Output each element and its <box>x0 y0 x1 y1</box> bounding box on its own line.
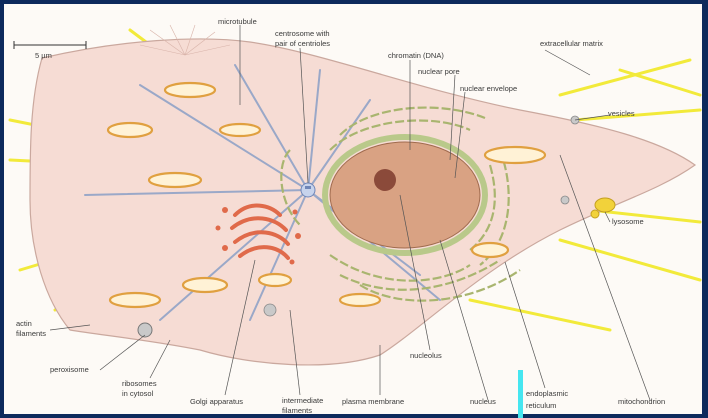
peroxisome-shape <box>138 323 152 337</box>
label-mitochondrion: mitochondrion <box>618 397 665 406</box>
label-actin-1: actin <box>16 319 32 328</box>
label-nucleus: nucleus <box>470 397 496 406</box>
label-er-1: endoplasmic <box>526 389 568 398</box>
label-ribosomes-2: in cytosol <box>122 389 154 398</box>
label-golgi: Golgi apparatus <box>190 397 243 406</box>
label-intermediate-1: intermediate <box>282 396 323 405</box>
label-extracellular-matrix: extracellular matrix <box>540 39 603 48</box>
scale-bar <box>14 41 86 49</box>
centrosome-shape <box>301 183 315 197</box>
label-lysosome: lysosome <box>612 217 644 226</box>
label-er-2: reticulum <box>526 401 556 410</box>
cursor-marker <box>518 370 523 418</box>
label-nucleolus: nucleolus <box>410 351 442 360</box>
label-chromatin: chromatin (DNA) <box>388 51 444 60</box>
label-centrosome-2: pair of centrioles <box>275 39 330 48</box>
label-centrosome-1: centrosome with <box>275 29 330 38</box>
label-intermediate-2: filaments <box>282 406 312 415</box>
label-ribosomes-1: ribosomes <box>122 379 157 388</box>
label-peroxisome: peroxisome <box>50 365 89 374</box>
scale-bar-label: 5 µm <box>35 51 52 60</box>
label-microtubule: microtubule <box>218 17 257 26</box>
label-nuclear-envelope: nuclear envelope <box>460 84 517 93</box>
label-nuclear-pore: nuclear pore <box>418 67 460 76</box>
label-plasma-membrane: plasma membrane <box>342 397 404 406</box>
nucleolus-shape <box>374 169 396 191</box>
label-actin-2: filaments <box>16 329 46 338</box>
label-vesicles: vesicles <box>608 109 635 118</box>
